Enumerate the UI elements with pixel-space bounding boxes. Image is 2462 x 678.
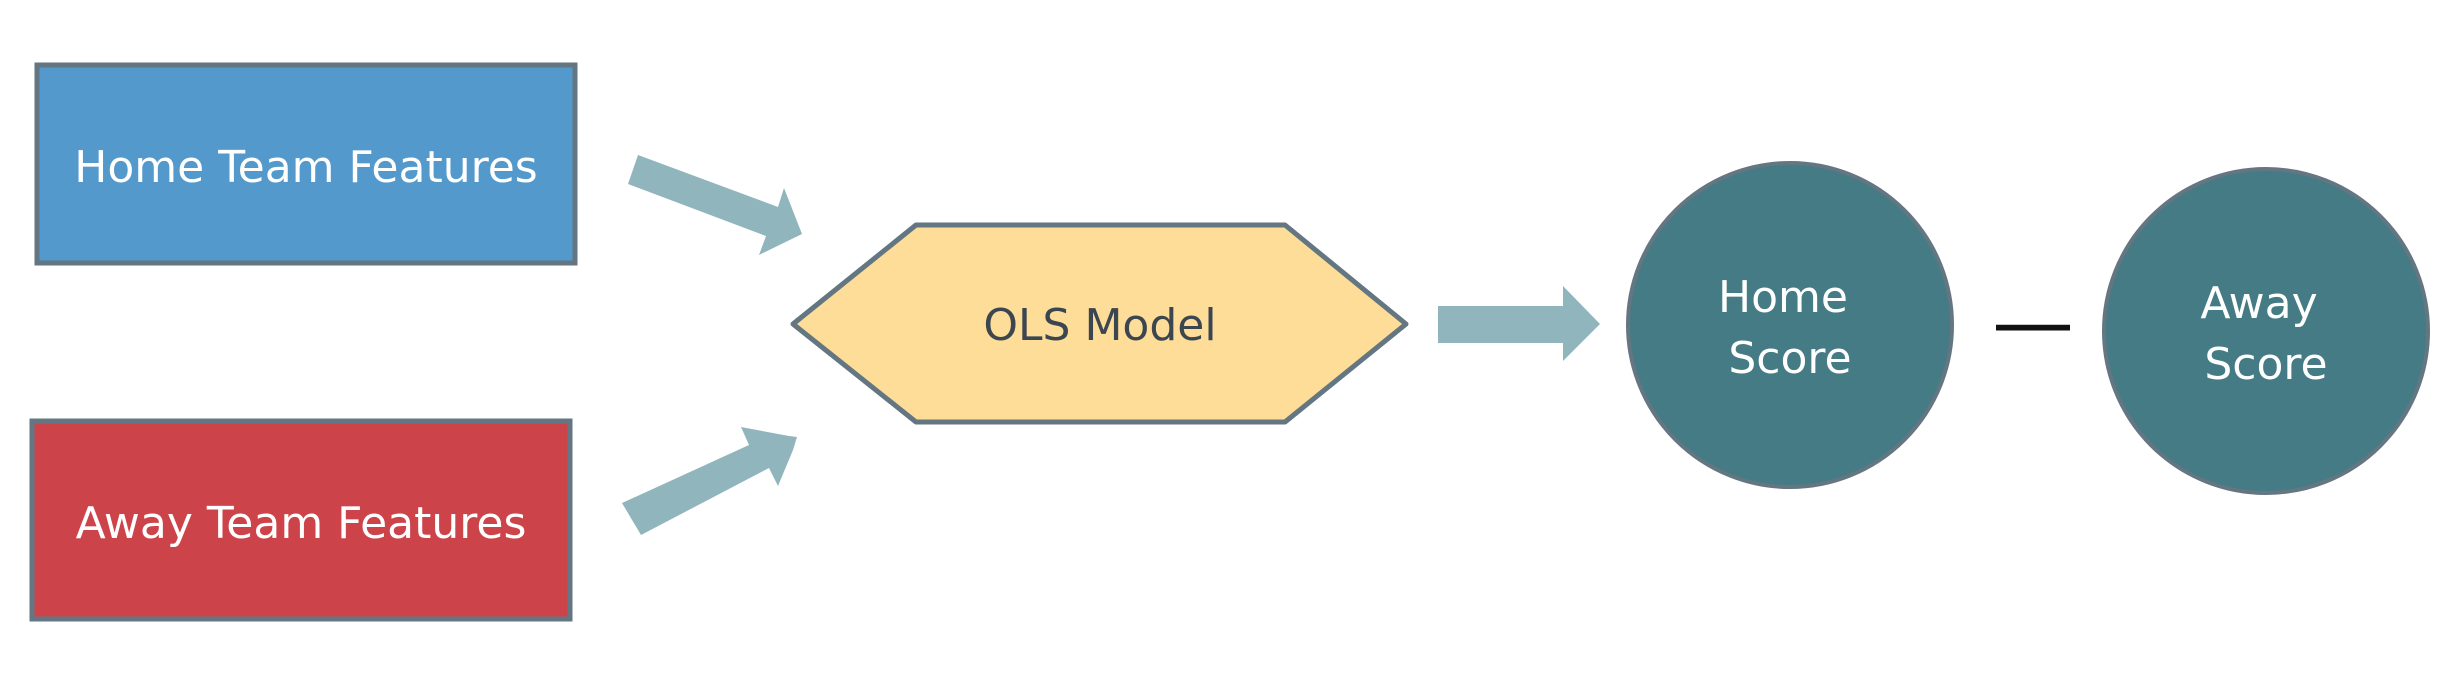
ols-model-node: OLS Model bbox=[790, 222, 1409, 425]
home-team-features-node: Home Team Features bbox=[34, 62, 578, 266]
home-team-features-label: Home Team Features bbox=[74, 142, 537, 193]
away-score-circle bbox=[2102, 167, 2430, 495]
away-score-node: Away Score bbox=[2102, 167, 2430, 495]
home-team-features-box bbox=[34, 62, 578, 266]
away-score-line-2: Score bbox=[2204, 339, 2327, 390]
arrow-model-to-score bbox=[1438, 286, 1600, 361]
home-score-circle bbox=[1626, 161, 1954, 489]
away-team-features-box bbox=[29, 418, 573, 622]
home-score-node: Home Score bbox=[1626, 161, 1954, 489]
home-score-label: Home Score bbox=[1718, 272, 1862, 384]
arrow-away-to-model bbox=[622, 427, 797, 535]
away-score-line-1: Away bbox=[2200, 278, 2317, 329]
home-score-line-1: Home bbox=[1718, 272, 1848, 323]
minus-operator: — bbox=[1992, 275, 2074, 370]
arrow-home-to-model bbox=[628, 155, 802, 255]
away-team-features-label: Away Team Features bbox=[76, 498, 527, 549]
away-team-features-node: Away Team Features bbox=[29, 418, 573, 622]
ols-model-hexagon bbox=[790, 222, 1409, 425]
home-score-line-2: Score bbox=[1728, 333, 1851, 384]
ols-model-label: OLS Model bbox=[983, 300, 1216, 351]
away-score-label: Away Score bbox=[2200, 278, 2331, 390]
